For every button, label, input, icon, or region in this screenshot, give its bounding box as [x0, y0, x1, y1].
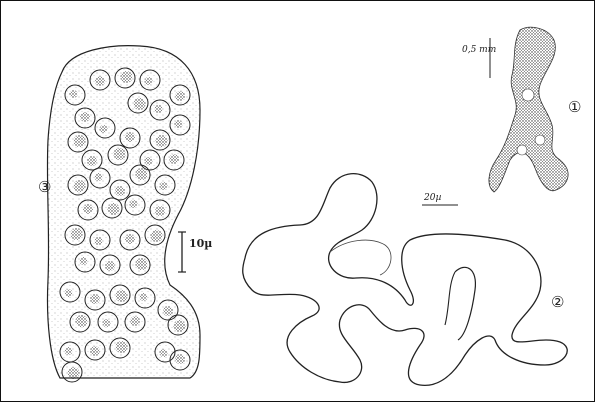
scale-bar-1-text: 0,5 mm [462, 45, 496, 55]
chromatin-mass [155, 105, 163, 113]
chromatin-mass [83, 204, 93, 214]
chromatin-mass [175, 354, 185, 364]
chromatin-mass [116, 290, 128, 302]
scale-bar-3-text: 10µ [189, 237, 212, 250]
chromatin-mass [71, 228, 83, 240]
chromatin-mass [145, 157, 153, 165]
chromatin-mass [76, 315, 88, 327]
chromatin-mass [156, 135, 168, 147]
figure-3-drawing: ③ 10µ [38, 46, 212, 382]
chromatin-mass [114, 148, 126, 160]
chromatin-mass [160, 182, 168, 190]
scale-bar-2-text: 20µ [423, 193, 441, 203]
chromatin-mass [140, 293, 148, 301]
chromatin-mass [65, 289, 73, 297]
figure-2-drawing: 20µ ② [243, 174, 568, 386]
chromatin-mass [116, 341, 128, 353]
chromatin-mass [125, 234, 135, 244]
figure-2-label: ② [551, 293, 564, 311]
chromatin-mass [130, 316, 140, 326]
chromatin-mass [74, 180, 86, 192]
chromatin-mass [175, 91, 185, 101]
chromatin-mass [136, 258, 148, 270]
chromatin-mass [100, 125, 108, 133]
figure-3-label: ③ [38, 178, 51, 196]
chromatin-mass [134, 98, 146, 110]
chromatin-mass [95, 76, 105, 86]
chromatin-mass [87, 156, 97, 166]
chromatin-mass [130, 200, 138, 208]
chromatin-mass [175, 120, 183, 128]
chromatin-mass [74, 135, 86, 147]
chromatin-mass [108, 203, 120, 215]
chromatin-mass [174, 320, 186, 332]
chromatin-mass [95, 237, 103, 245]
chromatin-mass [136, 168, 148, 180]
chromatin-mass [145, 77, 153, 85]
chromatin-mass [90, 346, 100, 356]
figure-1-drawing: 0,5 mm ① [462, 27, 581, 192]
figure-1-label: ① [568, 98, 581, 116]
chromatin-mass [103, 319, 111, 327]
chromatin-mass [125, 132, 135, 142]
chromatin-mass [155, 206, 165, 216]
chromatin-mass [90, 294, 100, 304]
chromatin-mass [70, 90, 78, 98]
chromatin-mass [151, 230, 163, 242]
chromatin-mass [68, 367, 80, 379]
chromatin-mass [105, 261, 115, 271]
figure-1-strand [489, 27, 568, 192]
figure-2-outline [243, 174, 568, 386]
chromatin-mass [95, 173, 103, 181]
chromatin-mass [160, 349, 168, 357]
chromatin-mass [121, 71, 133, 83]
chromatin-mass [115, 186, 125, 196]
chromatin-mass [65, 347, 73, 355]
chromatin-mass [169, 154, 179, 164]
chromatin-mass [80, 257, 88, 265]
chromatin-mass [163, 306, 173, 316]
chromatin-mass [80, 112, 90, 122]
